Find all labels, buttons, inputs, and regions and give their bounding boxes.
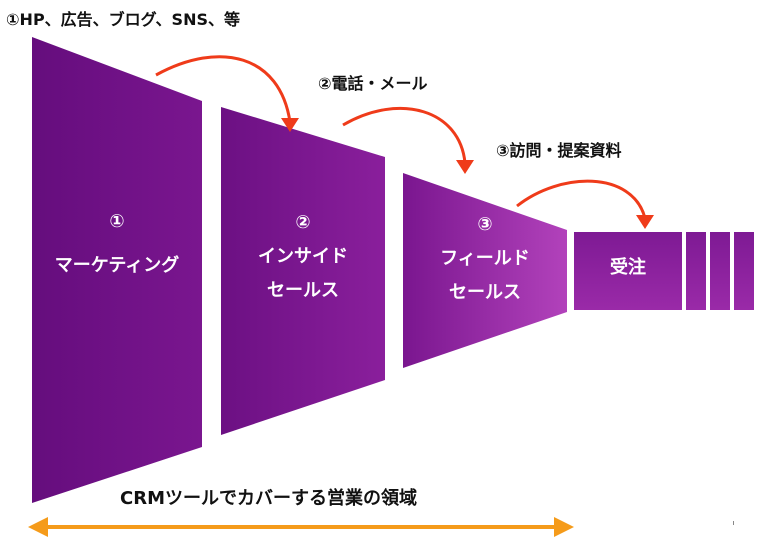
small-mark [733,521,734,525]
curved-arrow-3 [516,179,647,219]
top-label: ①HP、広告、ブログ、SNS、等 [6,10,240,29]
curved-arrow-1 [155,55,292,123]
stage-field-sales-line2: セールス [449,282,521,304]
stage-inside-sales: ② インサイド セールス [221,206,385,309]
funnel-segment-field-sales [403,173,567,368]
stage-order: 受注 [574,255,682,280]
curved-arrow-2-head [456,160,474,174]
curved-arrow-2 [342,106,467,164]
bottom-caption: CRMツールでカバーする営業の領域 [120,488,417,509]
stage-field-sales: ③ フィールド セールス [403,208,567,311]
crm-range-arrow-left [28,517,48,537]
stage-inside-sales-line2: セールス [267,280,339,302]
stage-inside-sales-number: ② [295,212,311,233]
stage-marketing: ① マーケティング [32,205,202,283]
stage-order-label: 受注 [610,257,646,278]
order-stripe-1 [686,232,706,310]
order-stripe-3 [734,232,754,310]
stage-inside-sales-line1: インサイド [258,246,348,268]
funnel-segment-marketing [32,37,202,503]
crm-range-arrow-right [554,517,574,537]
stage-field-sales-line1: フィールド [440,248,530,270]
arrow-label-visit-proposal: ③訪問・提案資料 [496,141,622,160]
order-stripe-2 [710,232,730,310]
arrow-label-phone-mail: ②電話・メール [318,74,428,93]
stage-field-sales-number: ③ [477,214,493,235]
funnel-segment-inside-sales [221,107,385,435]
stage-marketing-label: マーケティング [54,255,180,277]
stage-marketing-number: ① [109,211,125,232]
curved-arrow-3-head [636,215,654,229]
curved-arrow-1-head [281,118,299,132]
order-block [574,232,682,310]
